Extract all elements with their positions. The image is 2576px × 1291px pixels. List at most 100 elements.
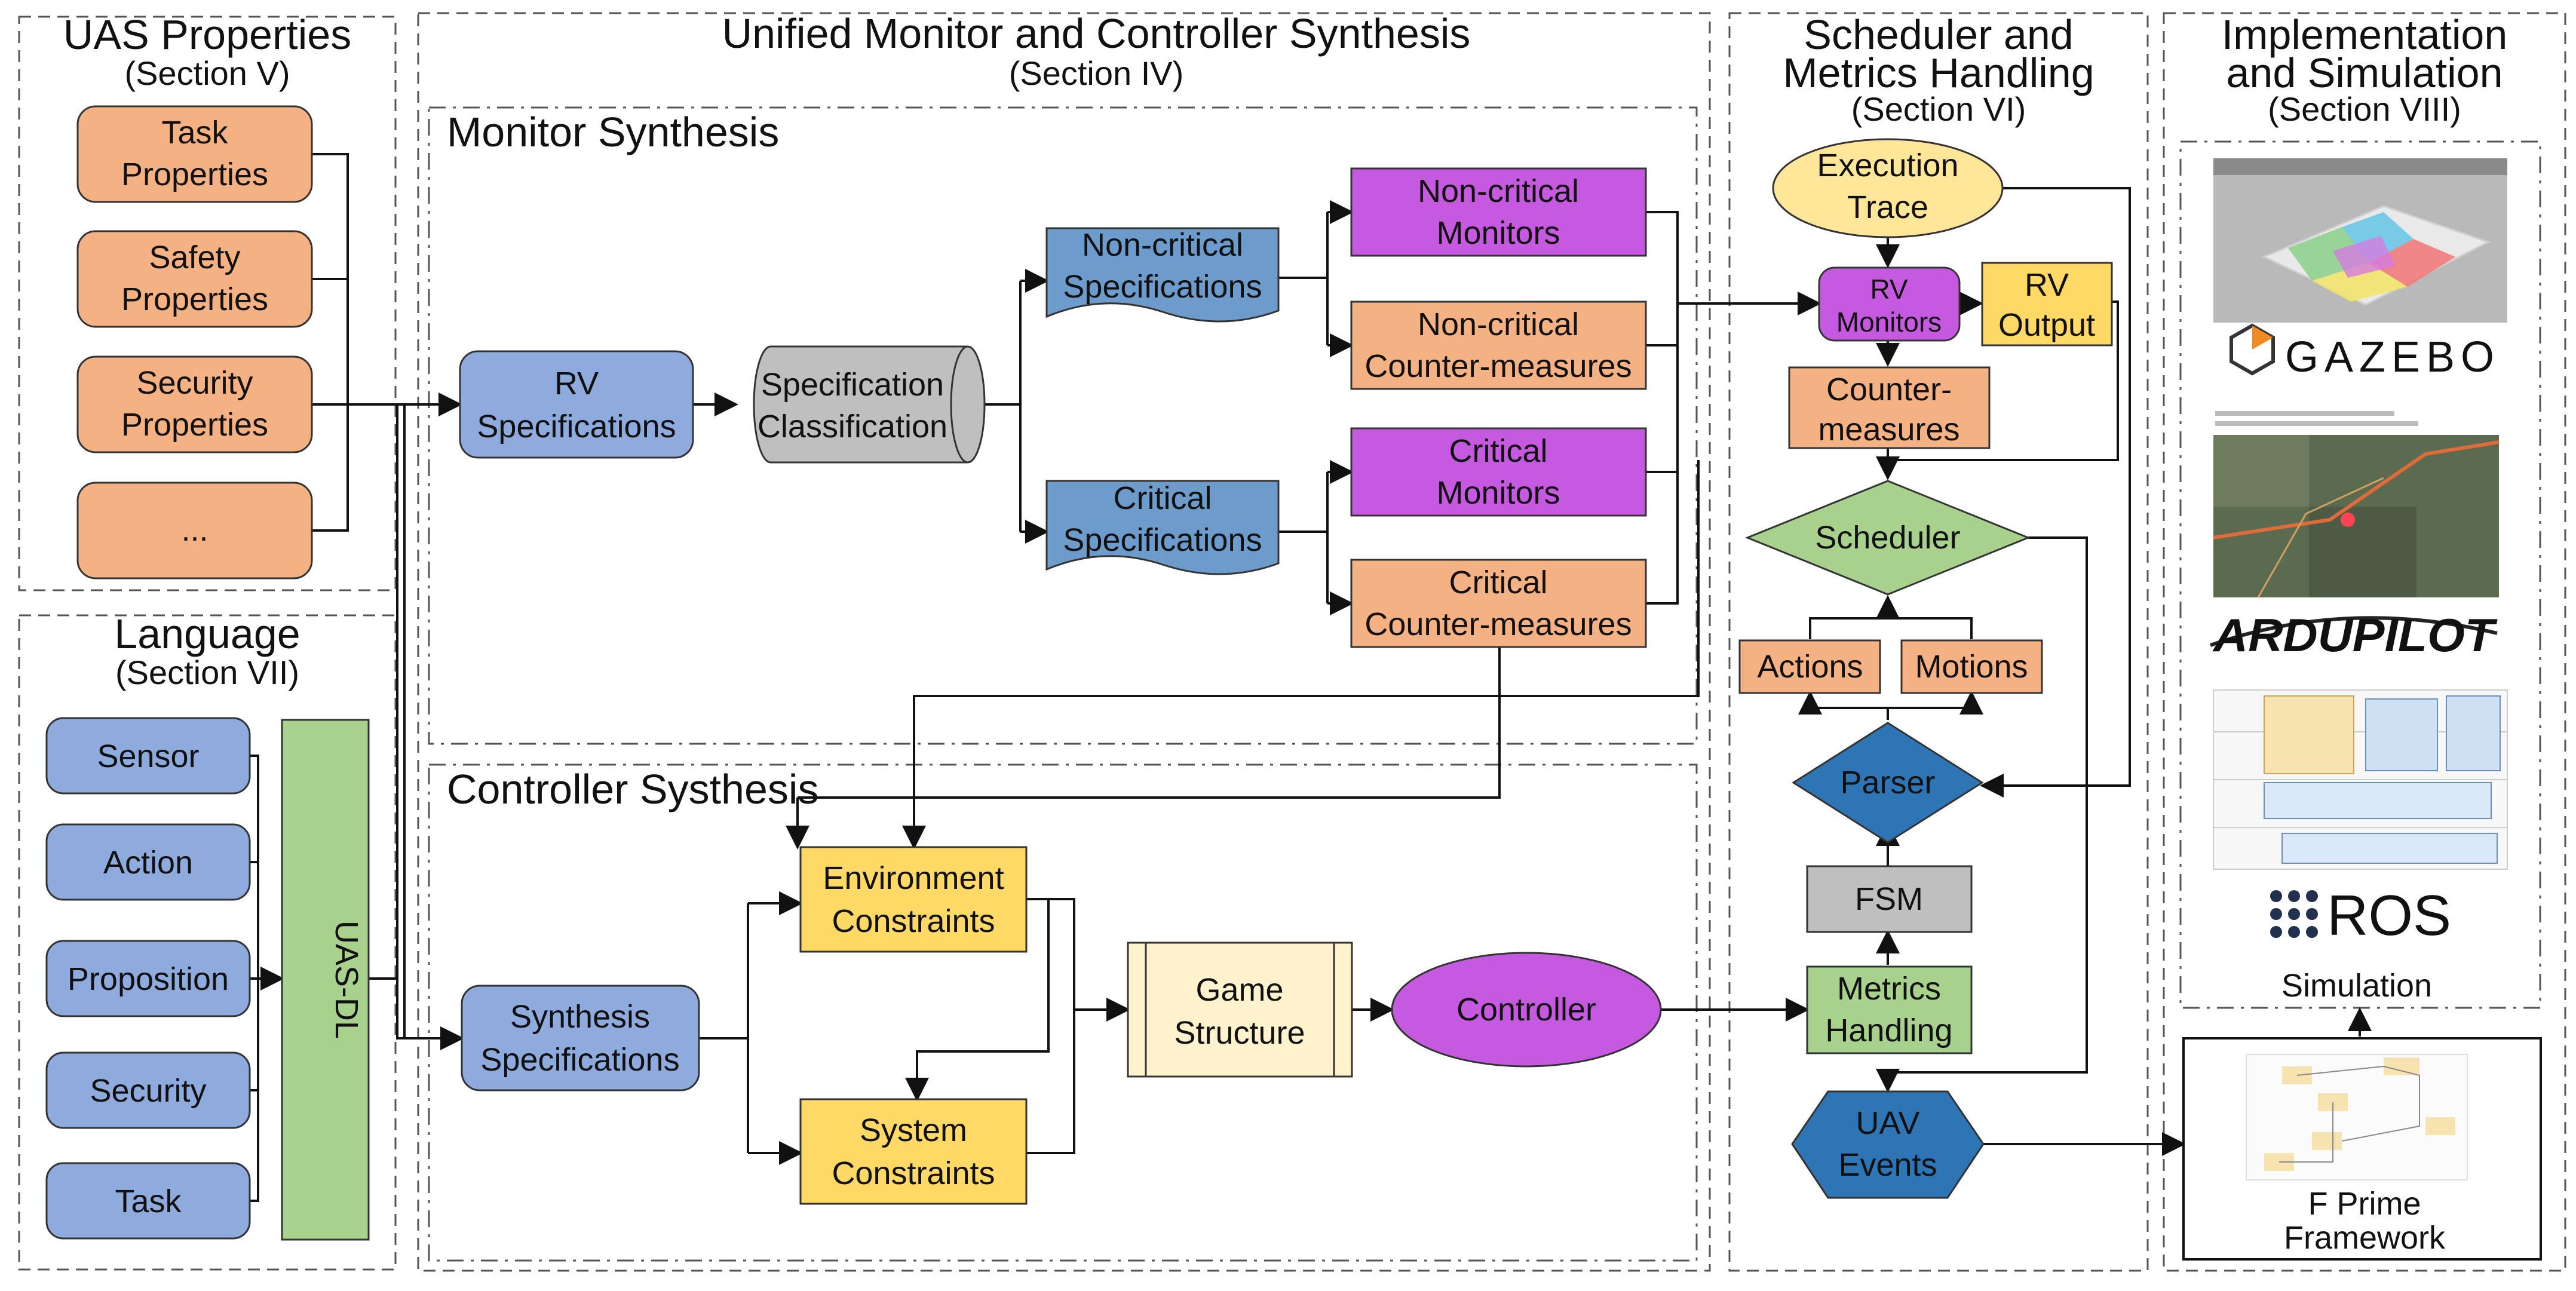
non-critical-specifications-label-2: Specifications <box>1063 269 1262 305</box>
specification-classification-label-1: Specification <box>761 367 944 403</box>
scheduler-title-line2: Metrics Handling <box>1783 50 2094 96</box>
safety-properties-box <box>76 230 313 328</box>
rv-output-label-2: Output <box>1998 307 2095 343</box>
parser-diamond <box>1792 722 1984 844</box>
environment-constraints-label-2: Constraints <box>832 903 995 939</box>
non-critical-monitors-label-2: Monitors <box>1436 215 1560 251</box>
sensor-box <box>45 717 251 795</box>
system-constraints-label-1: System <box>860 1112 967 1148</box>
uav-events-label-1: UAV <box>1856 1105 1919 1141</box>
unified-subtitle: (Section IV) <box>1009 54 1184 92</box>
security-label: Security <box>90 1073 206 1109</box>
gazebo-screenshot <box>2213 158 2507 323</box>
implementation-frame <box>2163 12 2566 1272</box>
safety-properties-label-2: Properties <box>121 281 268 317</box>
language-title: Language <box>114 611 300 657</box>
section-frames <box>18 12 2566 1272</box>
non-critical-monitors-box <box>1350 167 1647 257</box>
critical-countermeasures-label-1: Critical <box>1449 565 1547 600</box>
action-box <box>45 823 251 901</box>
parser-label: Parser <box>1840 765 1935 801</box>
ros-logo: ROS <box>2270 884 2451 947</box>
rv-output-box <box>1981 262 2113 346</box>
uas-properties-title: UAS Properties <box>63 11 351 58</box>
action-label: Action <box>103 845 193 881</box>
ardupilot-logo-text: ARDUPILOT <box>2212 609 2498 661</box>
execution-trace-label-2: Trace <box>1847 189 1928 225</box>
game-structure-box <box>1127 942 1353 1078</box>
rv-monitors-label-1: RV <box>1870 274 1908 305</box>
critical-monitors-box <box>1350 427 1647 517</box>
uas-properties-frame <box>18 16 397 591</box>
game-structure-label-2: Structure <box>1174 1015 1305 1051</box>
rv-monitors-box <box>1818 266 1961 342</box>
non-critical-countermeasures-label-2: Counter-measures <box>1364 348 1632 384</box>
non-critical-specifications-shape <box>1045 227 1280 323</box>
connectors <box>250 153 2372 1202</box>
critical-monitors-label-2: Monitors <box>1436 475 1560 511</box>
critical-countermeasures-box <box>1350 559 1647 648</box>
non-critical-countermeasures-label-1: Non-critical <box>1418 306 1579 342</box>
execution-trace-ellipse <box>1772 138 2004 238</box>
security-box <box>45 1051 251 1129</box>
non-critical-countermeasures-box <box>1350 300 1647 390</box>
implementation-title-line2: and Simulation <box>2226 50 2503 96</box>
environment-constraints-box <box>799 846 1028 953</box>
critical-specifications-shape <box>1045 480 1280 575</box>
synthesis-specifications-box <box>461 985 700 1091</box>
non-critical-specifications-label-1: Non-critical <box>1082 227 1243 263</box>
non-critical-monitors-label-1: Non-critical <box>1418 173 1579 209</box>
task-box <box>45 1162 251 1240</box>
ardupilot-logo: ARDUPILOT <box>2210 609 2498 661</box>
scheduler-countermeasures-label-1: Counter- <box>1826 372 1952 407</box>
uav-events-hexagon <box>1791 1090 1985 1199</box>
scheduler-countermeasures-box <box>1788 366 1991 449</box>
monitor-synthesis-frame <box>428 106 1698 745</box>
ros-architecture-thumbnail <box>2213 689 2508 870</box>
motions-label: Motions <box>1915 649 2028 685</box>
controller-synthesis-frame <box>428 763 1698 1262</box>
section-titles: UAS Properties (Section V) Language (Sec… <box>63 10 2508 812</box>
execution-trace-label-1: Execution <box>1817 148 1958 183</box>
fsm-box <box>1806 865 1973 933</box>
system-constraints-box <box>799 1098 1028 1205</box>
uas-properties-subtitle: (Section V) <box>125 54 290 92</box>
scheduler-group: Execution Trace RV Monitors RV Output Co… <box>1738 138 2113 1199</box>
gazebo-logo-text: GAZEBO <box>2285 333 2500 381</box>
critical-monitors-label-1: Critical <box>1449 433 1547 469</box>
scheduler-countermeasures-label-2: measures <box>1818 412 1959 447</box>
gazebo-logo: GAZEBO <box>2230 323 2500 381</box>
rv-monitors-label-2: Monitors <box>1836 306 1942 338</box>
monitor-synthesis-title: Monitor Synthesis <box>447 109 779 155</box>
fprime-label-1: F Prime <box>2308 1186 2421 1222</box>
scheduler-title-line1: Scheduler and <box>1804 11 2073 58</box>
rv-specifications-label-1: RV <box>554 366 599 401</box>
motions-box <box>1900 639 2043 694</box>
implementation-group: GAZEBO ARDUPILOT <box>2182 158 2542 1261</box>
actions-label: Actions <box>1757 649 1863 685</box>
more-properties-box <box>76 482 313 579</box>
critical-specifications-label-2: Specifications <box>1063 522 1262 558</box>
rv-output-label-1: RV <box>2025 267 2069 303</box>
scheduler-subtitle: (Section VI) <box>1851 90 2026 128</box>
security-properties-label-2: Properties <box>121 407 268 443</box>
uas-dl-label: UAS-DL <box>329 921 364 1039</box>
implementation-subtitle: (Section VIII) <box>2268 90 2461 128</box>
controller-ellipse <box>1391 952 1662 1068</box>
critical-countermeasures-label-2: Counter-measures <box>1364 606 1632 642</box>
scheduler-diamond <box>1744 480 2031 596</box>
task-properties-box <box>76 105 313 203</box>
metrics-handling-label-2: Handling <box>1825 1013 1952 1048</box>
metrics-handling-label-1: Metrics <box>1837 971 1941 1007</box>
unified-synthesis-frame <box>417 12 1711 1272</box>
proposition-box <box>45 940 251 1017</box>
environment-constraints-label-1: Environment <box>823 860 1004 896</box>
game-structure-label-1: Game <box>1195 972 1283 1008</box>
fsm-label: FSM <box>1855 881 1923 917</box>
metrics-handling-box <box>1806 965 1973 1054</box>
uas-dl-box <box>281 719 370 1241</box>
fprime-label-2: Framework <box>2284 1220 2446 1256</box>
simulation-label: Simulation <box>2281 968 2432 1004</box>
